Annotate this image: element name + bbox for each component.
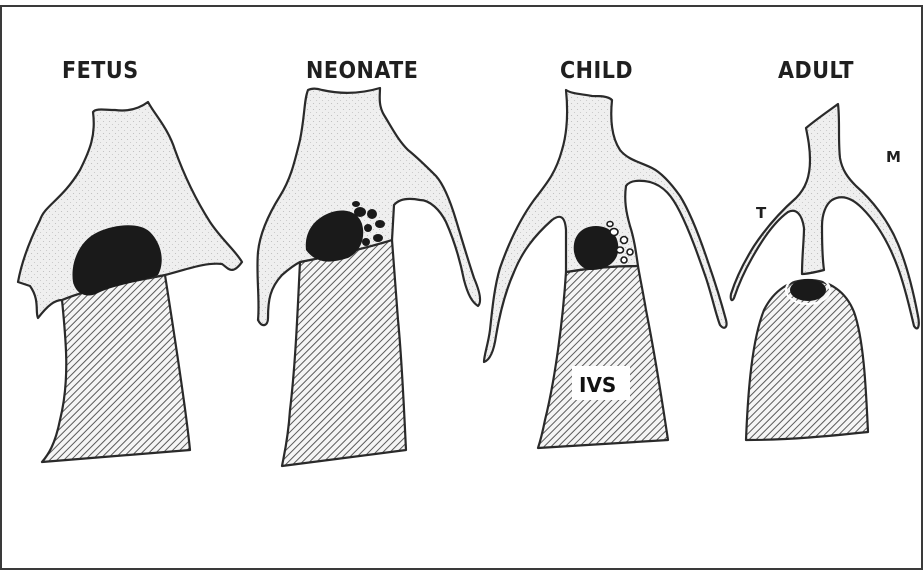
child-septum [538, 266, 668, 448]
adult-panel: ADULT T M [731, 58, 919, 440]
fetus-septum [42, 275, 190, 462]
adult-title: ADULT [778, 58, 854, 84]
ivs-label: IVS [579, 373, 616, 397]
child-title: CHILD [560, 58, 633, 84]
fetus-panel: FETUS [18, 58, 242, 462]
fetus-title: FETUS [62, 58, 139, 84]
child-panel: CHILD IVS [484, 58, 727, 448]
neonate-title: NEONATE [306, 58, 418, 84]
neonate-septum [282, 240, 406, 466]
adult-av-node [790, 279, 826, 301]
neonate-panel: NEONATE [257, 58, 480, 466]
adult-left-branch-label: T [756, 204, 767, 222]
adult-right-branch-label: M [886, 148, 901, 166]
